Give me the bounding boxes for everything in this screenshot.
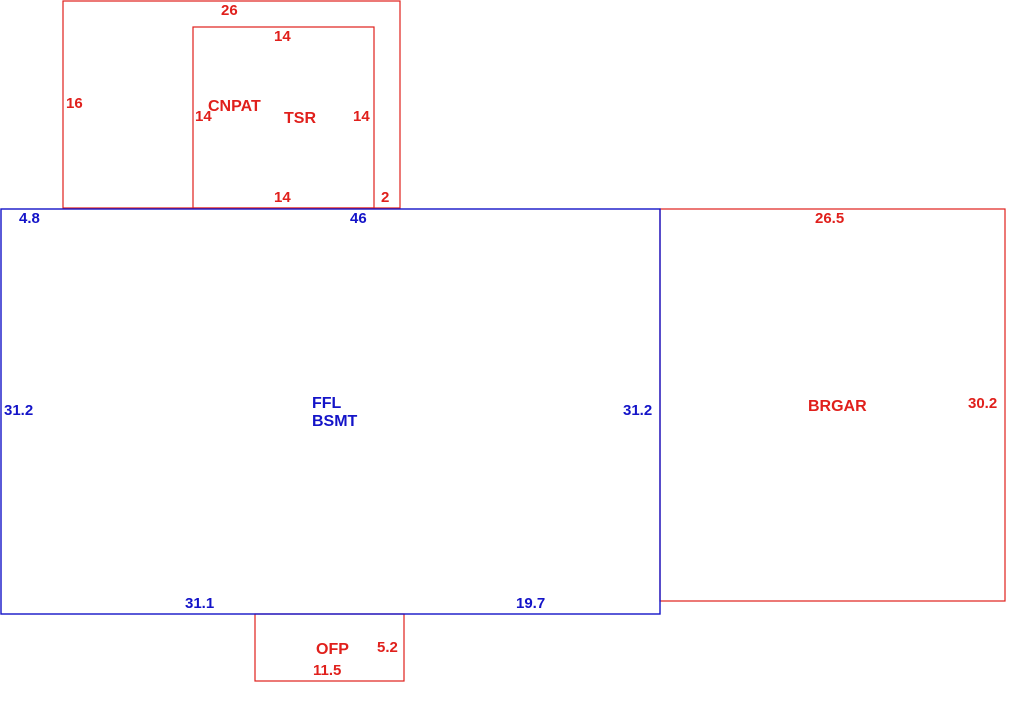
tsr-outline [192,26,375,209]
red-outlines [62,0,1006,682]
brgar-dim-top: 26.5 [815,210,844,227]
tsr-dim-right: 14 [353,108,370,125]
main-name-line2: BSMT [312,413,358,430]
main-name-line1: FFL [312,395,342,412]
cnpat-name: CNPAT [208,98,261,115]
cnpat-dim-left: 16 [66,95,83,112]
tsr-dim-left: 14 [195,108,212,125]
ofp-dim-bottom: 11.5 [313,662,341,679]
brgar-name: BRGAR [808,398,867,415]
brgar-dim-right: 30.2 [968,395,997,412]
main-dim-top-left: 4.8 [19,210,40,227]
tsr-name: TSR [284,110,316,127]
cnpat-dim-top: 26 [221,2,238,19]
tsr-dim-bottom: 14 [274,189,291,206]
main-dim-bottom-right: 19.7 [516,595,545,612]
ofp-name: OFP [316,641,349,658]
main-outline [0,208,661,615]
ofp-dim-right: 5.2 [377,639,398,656]
main-dim-top: 46 [350,210,367,227]
main-dim-bottom-left: 31.1 [185,595,214,612]
cnpat-dim-bottom: 2 [381,189,389,206]
main-dim-right: 31.2 [623,402,652,419]
main-dim-left: 31.2 [4,402,33,419]
tsr-dim-top: 14 [274,28,291,45]
